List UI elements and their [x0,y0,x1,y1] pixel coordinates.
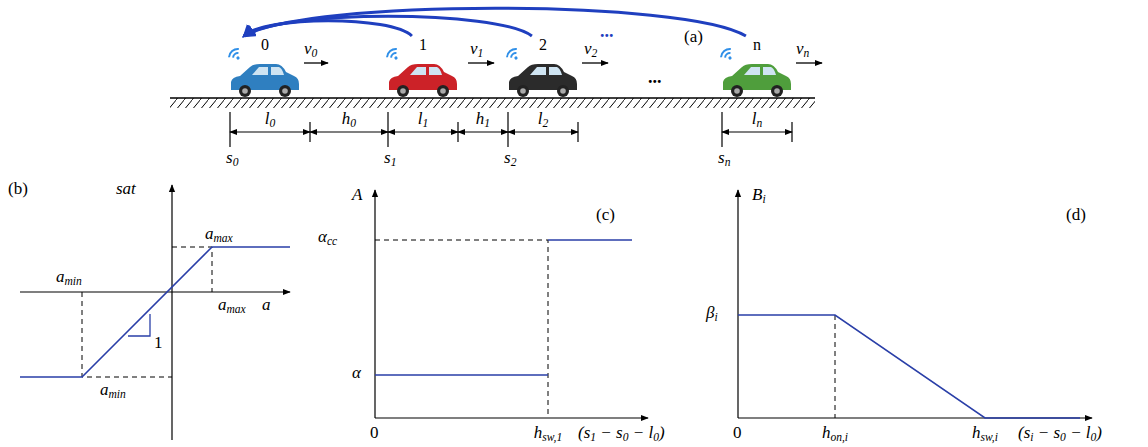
axis-label: sat [116,180,136,199]
gap-label: h1 [476,110,490,129]
ellipsis: ... [600,22,614,42]
axis-label: (si − s0 − l0) [1018,424,1102,443]
gain-b-plot [738,190,1092,418]
vehicle-node: 0 [228,36,302,98]
ellipsis: ... [648,68,662,88]
communication-link [244,8,746,36]
limit-label: amin [56,268,82,287]
axis-label: (s1 − s0 − l0) [578,424,665,443]
length-label: l1 [418,110,429,129]
axis-label: a [262,296,271,315]
length-label: ln [752,110,763,129]
threshold-label: hsw,i [972,424,998,443]
limit-label: amin [100,381,126,400]
limit-label: amax [205,225,233,244]
panel-tag: (d) [1066,206,1086,225]
axis-label: Bi [752,186,766,205]
vehicle-node: 1 [386,36,460,98]
level-label: βi [706,304,718,323]
length-label: l2 [538,110,549,129]
vehicle-node: n [720,36,794,98]
velocity-label: vn [796,40,809,59]
vehicle-index: n [720,36,794,54]
length-label: l0 [265,110,276,129]
vehicle-index: 2 [506,36,580,54]
communication-link [244,16,532,36]
velocity-arrows [304,62,822,63]
panel-tag: (b) [8,180,28,199]
level-label: α [352,364,361,383]
threshold-label: hsw,1 [534,424,563,443]
velocity-label: v0 [304,40,317,59]
position-label: s0 [226,149,238,168]
slope-label: 1 [154,334,163,353]
threshold-label: hon,i [822,424,848,443]
saturation-plot [20,185,290,440]
panel-tag: (c) [596,206,615,225]
position-label: s2 [504,149,516,168]
origin-label: 0 [370,424,379,443]
axis-label: A [352,186,362,205]
cars [231,64,791,97]
position-label: sn [718,149,730,168]
wifi-icons [227,47,736,63]
dimension-lines [230,112,792,147]
limit-label: amax [218,296,246,315]
velocity-label: v1 [470,40,483,59]
level-label: αcc [318,228,337,247]
position-label: s1 [384,149,396,168]
road [170,98,815,108]
velocity-label: v2 [584,40,597,59]
vehicle-node: 2 [506,36,580,98]
vehicle-index: 0 [228,36,302,54]
origin-label: 0 [733,424,742,443]
communication-link [244,21,412,36]
panel-tag: (a) [684,28,703,47]
gain-a-plot [375,190,648,418]
gap-label: h0 [342,110,356,129]
vehicle-index: 1 [386,36,460,54]
